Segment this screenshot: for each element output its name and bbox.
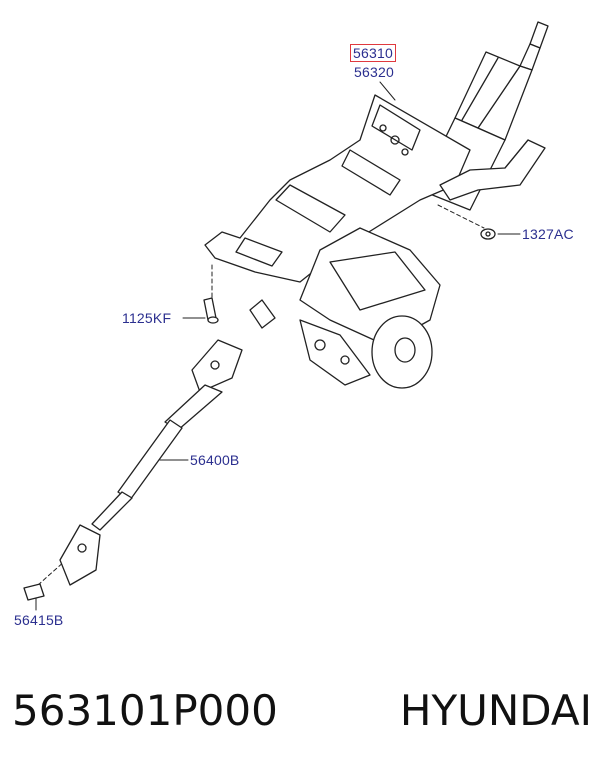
callout-56320[interactable]: 56320: [354, 64, 394, 80]
nut-1327AC: [480, 228, 496, 240]
part-number: 563101P000: [12, 685, 278, 735]
eps-motor: [299, 227, 441, 389]
callout-1125KF[interactable]: 1125KF: [122, 310, 172, 326]
bolt-56415B: [23, 583, 45, 601]
callout-56415B[interactable]: 56415B: [14, 612, 64, 628]
callout-56400B[interactable]: 56400B: [190, 452, 240, 468]
steering-column-diagram: [23, 21, 549, 611]
output-shaft: [249, 299, 276, 329]
bolt-1125KF: [203, 297, 219, 324]
intermediate-shaft: [59, 339, 243, 586]
brand-name: HYUNDAI: [399, 685, 592, 735]
mounting-bracket: [204, 94, 471, 283]
part-caption: 563101P000 HYUNDAI: [12, 680, 592, 740]
leader-lines: [35, 81, 521, 611]
callout-56310[interactable]: 56310: [350, 44, 396, 62]
callout-1327AC[interactable]: 1327AC: [522, 226, 574, 242]
tilt-lever: [439, 139, 546, 201]
